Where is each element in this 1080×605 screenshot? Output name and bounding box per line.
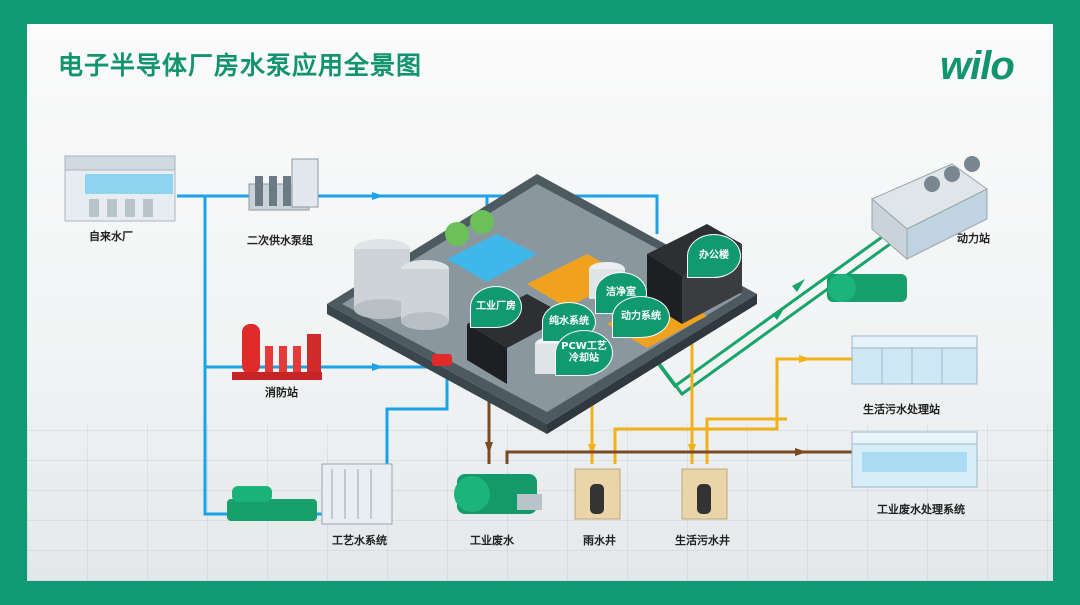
- fire-station-illustration: [232, 324, 322, 380]
- process-water-illustration: [227, 463, 393, 525]
- bubble-pure-water-label: 纯水系统: [549, 316, 589, 327]
- arrow-to-sewage-plant: [799, 355, 811, 363]
- bubble-factory[interactable]: 工业厂房: [470, 286, 522, 328]
- label-waste-plant: 工业废水处理系统: [877, 503, 965, 516]
- waterworks-illustration: [64, 155, 176, 222]
- factory-complex-illustration: [327, 174, 757, 434]
- arrow-sewage: [688, 444, 696, 456]
- label-sewage-plant: 生活污水处理站: [863, 403, 940, 416]
- bubble-factory-label: 工业厂房: [476, 301, 516, 312]
- arrow-fire: [372, 363, 384, 371]
- label-booster: 二次供水泵组: [247, 234, 313, 247]
- rain-well-illustration: [574, 468, 621, 520]
- bubble-power-system[interactable]: 动力系统: [612, 296, 670, 338]
- label-waterworks: 自来水厂: [89, 230, 133, 243]
- arrow-cooling-2: [772, 307, 785, 320]
- bubble-pcw-label-2: 冷却站: [569, 353, 599, 364]
- label-rain-well: 雨水井: [583, 534, 616, 547]
- page-title: 电子半导体厂房水泵应用全景图: [58, 51, 423, 80]
- arrow-supply: [372, 192, 384, 200]
- label-industrial-waste: 工业废水: [470, 534, 514, 547]
- slide-canvas: 电子半导体厂房水泵应用全景图 wilo: [27, 24, 1053, 581]
- bubble-office[interactable]: 办公楼: [687, 234, 741, 278]
- arrow-waste-down: [485, 442, 493, 454]
- bubble-pcw[interactable]: PCW工艺冷却站: [555, 330, 613, 376]
- arrow-cooling-1: [792, 279, 805, 292]
- booster-pump-illustration: [248, 158, 319, 211]
- arrow-rain: [588, 444, 596, 456]
- label-process-water: 工艺水系统: [332, 534, 387, 547]
- diagram-scene: [64, 155, 988, 525]
- wilo-logo: wilo: [940, 44, 1015, 88]
- bubble-power-system-label: 动力系统: [621, 311, 661, 322]
- label-sewage-well: 生活污水井: [675, 534, 730, 547]
- power-station-illustration: [827, 156, 988, 302]
- bubble-cleanroom-label: 洁净室: [606, 287, 636, 298]
- arrow-to-waste-plant: [795, 448, 807, 456]
- sewage-plant-illustration: [851, 335, 978, 385]
- label-fire-station: 消防站: [265, 386, 298, 399]
- bubble-office-label: 办公楼: [699, 250, 729, 261]
- label-power-station: 动力站: [957, 232, 990, 245]
- waste-plant-illustration: [851, 431, 978, 488]
- sewage-well-illustration: [681, 468, 728, 520]
- waste-pump-illustration: [454, 474, 542, 514]
- bubble-pcw-label-1: PCW工艺: [561, 341, 607, 352]
